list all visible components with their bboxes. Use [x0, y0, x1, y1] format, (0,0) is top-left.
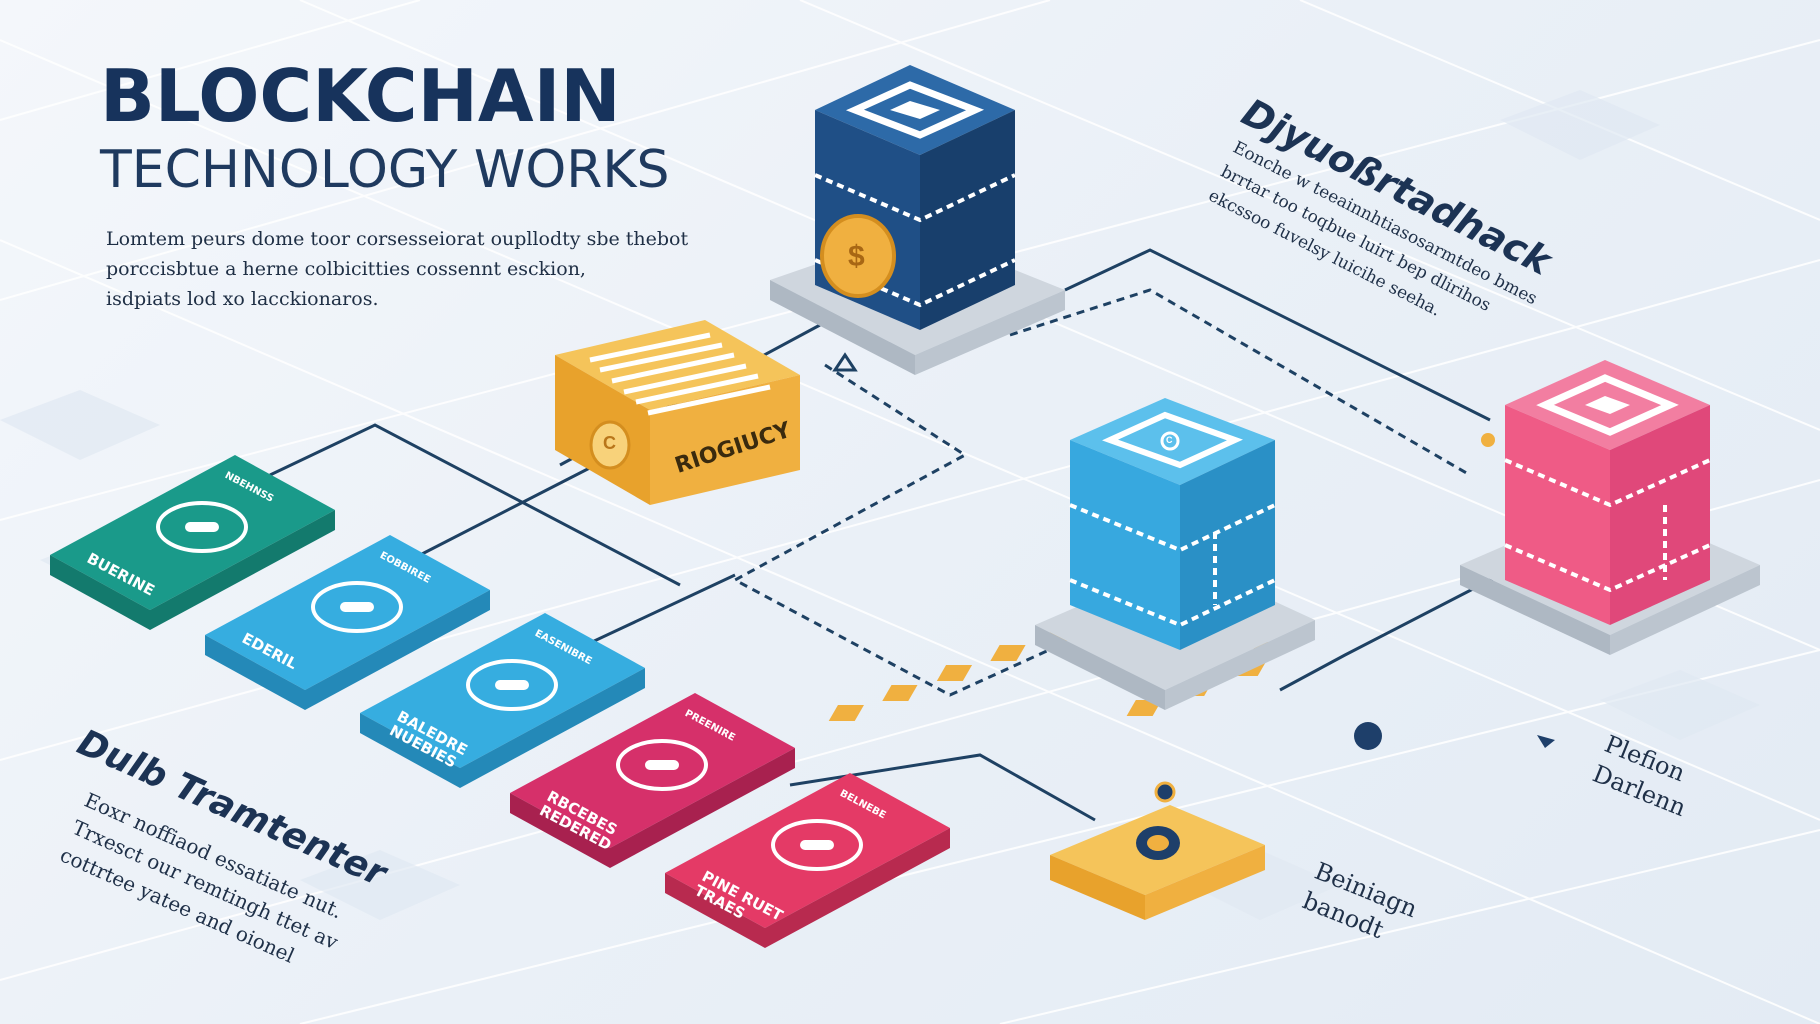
node-dot	[1354, 722, 1382, 750]
orange-box-coin-label: C	[603, 433, 616, 453]
card-badge-icon	[616, 739, 708, 791]
title-block: BLOCKCHAIN TECHNOLOGY WORKS	[100, 55, 780, 203]
transaction-card	[510, 693, 795, 868]
arrow-up-icon	[832, 352, 858, 372]
page-subtitle: TECHNOLOGY WORKS	[100, 140, 670, 200]
card-badge-icon	[156, 501, 248, 553]
orange-data-box	[555, 320, 800, 505]
connector-lines	[269, 248, 1501, 822]
small-coin-right	[1481, 433, 1495, 447]
arrow-pointer-icon	[1537, 735, 1555, 748]
wallet-box	[1050, 781, 1265, 920]
page-title: BLOCKCHAIN	[100, 54, 621, 138]
intro-line: porccisbtue a herne colbicitties cossenn…	[106, 258, 586, 280]
intro-line: isdpiats lod xo lacckionaros.	[106, 288, 379, 310]
transaction-card	[205, 535, 490, 710]
intro-line: Lomtem peurs dome toor corsesseiorat oup…	[106, 228, 689, 250]
card-badge-icon	[466, 659, 558, 711]
dollar-coin-icon	[820, 214, 896, 298]
middle-block-cube	[1035, 398, 1315, 710]
transaction-card	[50, 455, 335, 630]
intro-paragraph: Lomtem peurs dome toor corsesseiorat oup…	[106, 224, 689, 314]
transaction-cards	[50, 455, 950, 948]
transaction-card	[360, 613, 645, 788]
transaction-card	[665, 773, 950, 948]
top-block-cube	[770, 65, 1065, 375]
right-block-cube	[1460, 360, 1760, 655]
top-cube-coin-label: $	[848, 240, 865, 273]
card-badge-icon	[311, 581, 403, 633]
blue-cube-emblem-label: C	[1166, 435, 1173, 445]
card-badge-icon	[771, 819, 863, 871]
dashed-connectors	[731, 288, 1471, 697]
